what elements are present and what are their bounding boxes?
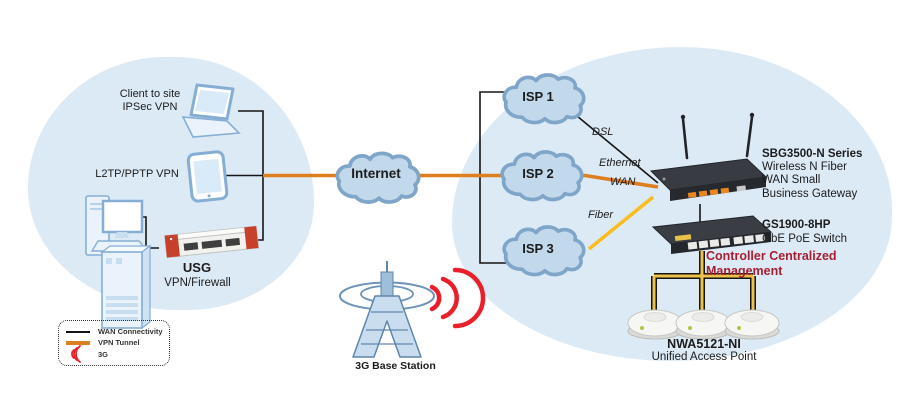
tablet-device (186, 150, 229, 203)
base-station-tower (339, 261, 435, 358)
poe-distribution-lines (651, 251, 756, 315)
legend-item-vpn: VPN Tunnel (66, 337, 162, 348)
switch-name: GS1900-8HP (762, 219, 831, 231)
isp3-label: ISP 3 (522, 241, 554, 256)
wan-line-swatch (66, 330, 92, 333)
access-point-name: NWA5121-NI (667, 337, 741, 351)
access-point-2 (675, 309, 731, 340)
laptop-device (181, 83, 241, 138)
isp-trunk-line (479, 91, 509, 264)
internet-label: Internet (351, 166, 401, 181)
fiber-line (587, 195, 655, 251)
access-point-1 (627, 309, 683, 340)
3g-signal-swatch (66, 344, 92, 364)
usg-name-label: USG (182, 260, 212, 275)
3g-legend-icon (71, 345, 81, 363)
access-point-3 (724, 309, 780, 340)
antenna-left (681, 117, 689, 160)
dsl-link-label: DSL (592, 126, 614, 138)
wan-link-label: WAN (610, 176, 636, 188)
gateway-desc-3: Business Gateway (762, 187, 858, 200)
controller-note: Controller Centralized Management (706, 249, 837, 278)
fiber-link-label: Fiber (588, 209, 614, 221)
antenna-right (745, 115, 754, 158)
legend-box: WAN Connectivity VPN Tunnel 3G (58, 320, 170, 366)
gateway-name: SBG3500-N Series (762, 148, 863, 160)
base-station-label: 3G Base Station (355, 360, 436, 372)
switch-desc: GbE PoE Switch (762, 232, 848, 245)
dsl-line (576, 115, 659, 184)
server-device (100, 244, 152, 330)
usg-desc-label: VPN/Firewall (164, 277, 231, 289)
gateway-desc-2: WAN Small (762, 174, 821, 187)
3g-signal-icon (429, 267, 486, 329)
isp1-label: ISP 1 (522, 89, 554, 104)
l2tp-vpn-label: L2TP/PPTP VPN (95, 168, 179, 180)
gateway-device (649, 112, 768, 201)
legend-item-wan: WAN Connectivity (66, 326, 163, 337)
gateway-desc-1: Wireless N Fiber (762, 161, 847, 174)
access-point-desc: Unified Access Point (651, 351, 757, 363)
usg-device (164, 225, 260, 259)
switch-label-block: GS1900-8HP GbE PoE Switch (762, 219, 894, 246)
legend-item-3g: 3G (66, 345, 162, 363)
client-vpn-label: Client to site IPSec VPN (119, 88, 181, 113)
poe-switch-device (651, 215, 773, 254)
isp2-label: ISP 2 (522, 166, 554, 181)
ethernet-link-label: Ethernet (599, 157, 641, 169)
vpn-line-swatch (66, 340, 92, 345)
vpn-tunnel-line (263, 173, 659, 189)
gateway-label-block: SBG3500-N Series Wireless N Fiber WAN Sm… (762, 148, 894, 201)
branch-site-blob (28, 57, 314, 310)
